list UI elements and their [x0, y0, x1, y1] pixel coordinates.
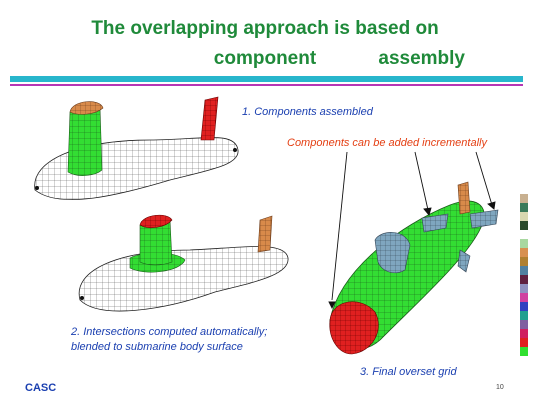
- color-swatch: [520, 230, 528, 239]
- caption-intersections-line-1: 2. Intersections computed automatically;: [71, 326, 268, 338]
- color-swatch: [520, 212, 528, 221]
- color-swatch: [520, 257, 528, 266]
- color-swatch: [520, 221, 528, 230]
- color-swatch: [520, 266, 528, 275]
- color-swatch: [520, 284, 528, 293]
- caption-intersections-line-2: blended to submarine body surface: [71, 341, 243, 353]
- footer-logo: CASC: [25, 382, 57, 394]
- caption-incremental: Components can be added incrementally: [287, 137, 487, 149]
- color-swatch: [520, 248, 528, 257]
- color-swatch: [520, 239, 528, 248]
- title-divider-cyan: [10, 76, 523, 82]
- color-swatch: [520, 194, 528, 203]
- caption-final-overset-grid: 3. Final overset grid: [360, 366, 457, 378]
- color-swatch: [520, 203, 528, 212]
- caption-components-assembled: 1. Components assembled: [242, 106, 373, 118]
- slide-title-line-1: The overlapping approach is based on com…: [91, 18, 439, 69]
- color-swatch: [520, 320, 528, 329]
- color-swatch: [520, 347, 528, 356]
- color-swatch: [520, 293, 528, 302]
- color-swatch: [520, 338, 528, 347]
- color-swatch: [520, 302, 528, 311]
- submarine-3-overset-grid: [329, 181, 499, 355]
- color-swatch: [520, 275, 528, 284]
- title-divider-magenta: [10, 84, 523, 86]
- color-swatch: [520, 329, 528, 338]
- page-number: 10: [496, 384, 504, 391]
- color-swatch: [520, 311, 528, 320]
- slide-title-line-2: assembly: [378, 48, 465, 69]
- incremental-arrows: [328, 151, 496, 310]
- submarine-2-blended: [78, 214, 289, 312]
- submarine-1-assembled: [34, 96, 239, 200]
